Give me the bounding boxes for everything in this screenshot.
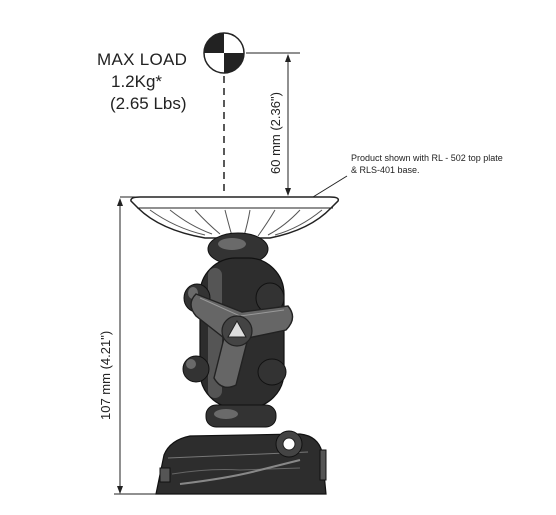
upper-dimension-arrow-top xyxy=(285,54,291,62)
max-load-kg: 1.2Kg* xyxy=(111,72,163,91)
overall-dimension-label: 107 mm (4.21") xyxy=(98,330,113,420)
overall-dimension-arrow-bottom xyxy=(117,486,123,494)
product-note: Product shown with RL - 502 top plate & … xyxy=(351,152,503,176)
note-leader-line xyxy=(312,175,348,198)
center-of-gravity-icon xyxy=(203,32,245,74)
max-load-title: MAX LOAD xyxy=(97,50,188,69)
product-note-line1: Product shown with RL - 502 top plate xyxy=(351,153,503,163)
overall-dimension-arrow-top xyxy=(117,198,123,206)
top-plate xyxy=(130,196,340,239)
upper-dimension-arrow-bottom xyxy=(285,188,291,196)
product-note-line2: & RLS-401 base. xyxy=(351,165,420,175)
base xyxy=(155,430,327,495)
tri-knob xyxy=(190,293,294,388)
upper-dimension-label: 60 mm (2.36") xyxy=(268,92,283,174)
max-load-lbs: (2.65 Lbs) xyxy=(110,94,187,113)
